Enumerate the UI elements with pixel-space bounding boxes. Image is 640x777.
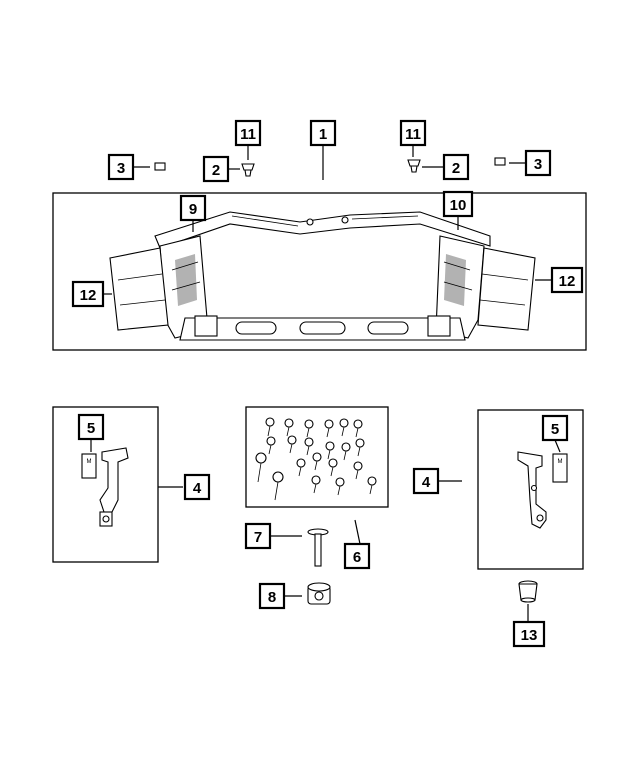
svg-text:1: 1 [319,126,327,143]
svg-text:M: M [558,459,563,465]
part-7-bolt [307,528,329,567]
callout-5-left: 5 [77,413,105,441]
part-4-bracket-right [517,451,547,529]
callout-11-right: 11 [399,119,427,147]
part-5-label-clip-right: M [552,453,568,483]
svg-text:2: 2 [212,162,220,179]
callout-12-right: 12 [550,266,584,294]
callout-4-right: 4 [412,467,440,495]
callout-12-left: 12 [71,280,105,308]
callout-10: 10 [442,190,474,218]
svg-text:3: 3 [117,160,125,177]
callout-6: 6 [343,542,371,570]
svg-text:11: 11 [405,126,421,143]
part-5-label-clip-left: M [81,453,97,479]
part-8-cage-nut [307,582,331,605]
svg-text:12: 12 [559,273,576,290]
svg-text:M: M [87,459,92,465]
part-3-clip-left [154,162,166,171]
part-3-clip-right [494,157,506,166]
callout-1: 1 [309,119,337,147]
callout-8: 8 [258,582,286,610]
svg-text:4: 4 [422,474,431,491]
svg-text:5: 5 [551,421,559,438]
callout-3-right: 3 [524,149,552,177]
svg-text:3: 3 [534,156,542,173]
svg-text:5: 5 [87,420,95,437]
part-4-bracket-left [99,447,129,527]
svg-text:10: 10 [450,197,467,214]
svg-text:9: 9 [189,201,197,218]
callout-11-left: 11 [234,119,262,147]
svg-text:6: 6 [353,549,361,566]
callout-3-left: 3 [107,153,135,181]
part-2-push-pin-right [407,159,421,173]
part-6-fastener-kit [255,417,377,501]
svg-text:11: 11 [240,126,256,143]
callout-9: 9 [179,194,207,222]
part-13-grommet [518,580,538,603]
part-2-push-pin-left [241,163,255,177]
callout-4-left: 4 [183,473,211,501]
fastener-kit-frame-box [245,406,389,508]
svg-text:7: 7 [254,529,262,546]
svg-text:4: 4 [193,480,202,497]
callout-2-left: 2 [202,155,230,183]
radiator-support-frame-box [52,192,587,351]
callout-13: 13 [512,620,546,648]
svg-text:8: 8 [268,589,276,606]
callout-2-right: 2 [442,153,470,181]
callout-5-right: 5 [541,414,569,442]
svg-text:12: 12 [80,287,97,304]
svg-text:2: 2 [452,160,460,177]
svg-text:13: 13 [521,627,538,644]
right-bracket-frame-box [477,409,584,570]
radiator-support-assembly [109,211,536,341]
left-bracket-frame-box [52,406,159,563]
callout-7: 7 [244,522,272,550]
